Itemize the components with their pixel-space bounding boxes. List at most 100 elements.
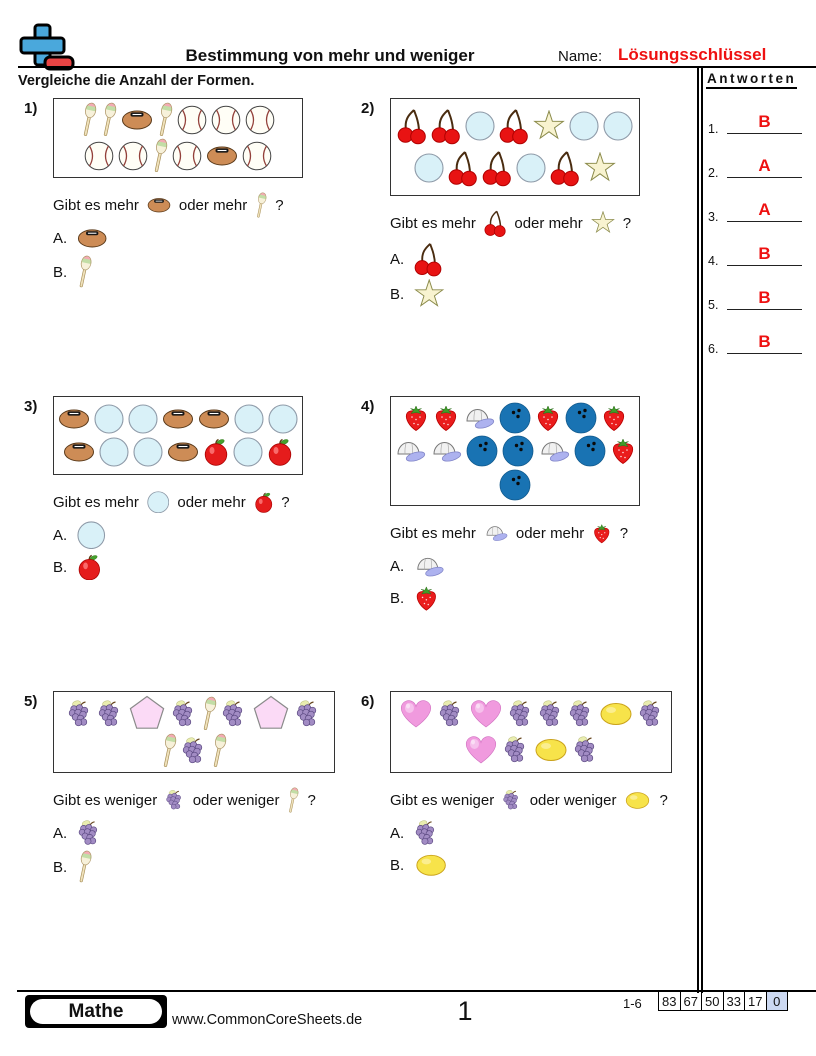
shapes-box xyxy=(53,691,335,773)
option-b: B. xyxy=(390,583,671,613)
cherries-icon xyxy=(550,149,580,187)
problem-body: Gibt es mehr oder mehr? A. B. xyxy=(390,98,671,309)
answer-row: 5.B xyxy=(706,276,806,320)
option-a: A. xyxy=(390,818,671,848)
question: Gibt es mehr oder mehr ? xyxy=(390,517,671,549)
score-cell: 33 xyxy=(722,992,745,1010)
answer-line: A xyxy=(727,200,802,222)
options: A. B. xyxy=(390,818,671,880)
strawberry-icon xyxy=(414,585,439,612)
popsicle-icon xyxy=(101,102,117,138)
lemon-icon xyxy=(414,852,448,879)
problem-number: 3) xyxy=(24,398,38,415)
problem-number: 6) xyxy=(361,693,375,710)
strawberry-icon xyxy=(610,437,636,465)
answer-row: 6.B xyxy=(706,320,806,364)
baseball-icon xyxy=(177,105,207,135)
cherries-icon xyxy=(484,209,507,238)
answer-row: 4. B xyxy=(706,232,806,276)
instruction-text: Vergleiche die Anzahl der Formen. xyxy=(18,73,255,89)
football-icon xyxy=(63,441,95,463)
circle-icon xyxy=(465,111,495,141)
shapes-box xyxy=(53,98,303,178)
cherries-icon xyxy=(482,149,512,187)
problem: 4) xyxy=(361,396,671,613)
question: Gibt es weniger oder weniger ? xyxy=(53,784,334,816)
option-label: B. xyxy=(390,285,405,303)
question-prefix: Gibt es weniger xyxy=(53,791,158,809)
apple-icon xyxy=(77,554,102,581)
answer-line: B xyxy=(727,112,802,134)
baseball-icon xyxy=(245,105,275,135)
header-divider xyxy=(18,66,816,68)
options: A.B. xyxy=(53,520,334,582)
popsicle-icon xyxy=(77,850,92,884)
question: Gibt es weniger oder weniger ? xyxy=(390,784,671,816)
problem-number: 2) xyxy=(361,100,375,117)
lemon-icon xyxy=(533,736,569,764)
baseball-icon xyxy=(84,141,114,171)
circle-icon xyxy=(99,437,129,467)
shapes-box xyxy=(390,98,640,196)
grapes-icon xyxy=(181,736,207,766)
circle-icon xyxy=(147,491,170,514)
strawberry-icon xyxy=(592,523,612,544)
star-icon xyxy=(590,211,615,235)
answer-line: A xyxy=(727,156,802,178)
popsicle-icon xyxy=(201,696,217,732)
circle-icon xyxy=(516,153,546,183)
shapes-row xyxy=(395,402,635,434)
circle-icon xyxy=(128,404,158,434)
problem-body: Gibt es mehr oder mehr ? A. B. xyxy=(53,98,334,289)
option-label: A. xyxy=(390,824,405,842)
baseball-icon xyxy=(118,141,148,171)
question-suffix: ? xyxy=(622,214,632,232)
popsicle-icon xyxy=(81,102,97,138)
strawberry-icon xyxy=(535,404,561,432)
answer-number: 3. xyxy=(708,210,719,224)
star-icon xyxy=(584,152,616,184)
problem-body: Gibt es mehr oder mehr ? A. B. xyxy=(390,396,671,613)
lemon-icon xyxy=(624,790,651,811)
grapes-icon xyxy=(438,699,464,729)
question-prefix: Gibt es mehr xyxy=(390,214,476,232)
bowling-ball-icon xyxy=(502,435,534,467)
cap-icon xyxy=(394,439,426,463)
problem-body: Gibt es weniger oder weniger ? A. B. xyxy=(53,691,335,884)
cap-icon xyxy=(538,439,570,463)
answer-number: 4. xyxy=(708,254,719,268)
cap-icon xyxy=(430,439,462,463)
football-icon xyxy=(198,408,230,430)
score-cell: 17 xyxy=(744,992,766,1010)
answer-line: B xyxy=(727,244,802,266)
page-title: Bestimmung von mehr und weniger xyxy=(185,46,475,65)
question: Gibt es mehr oder mehr ? xyxy=(53,189,334,221)
question-prefix: Gibt es weniger xyxy=(390,791,495,809)
option-b: B. xyxy=(390,850,671,880)
question-suffix: ? xyxy=(275,196,284,214)
cherries-icon xyxy=(431,107,461,145)
football-icon xyxy=(121,109,153,131)
option-label: B. xyxy=(53,858,68,876)
cherries-icon xyxy=(414,241,443,277)
problem: 2) Gibt es mehr oder mehr? A. B. xyxy=(361,98,671,309)
football-icon xyxy=(162,408,194,430)
pentagon-icon xyxy=(127,695,167,733)
star-icon xyxy=(533,109,565,142)
popsicle-icon xyxy=(287,787,299,814)
option-label: A. xyxy=(53,229,68,247)
problem: 1) xyxy=(24,98,334,289)
baseball-icon xyxy=(211,105,241,135)
circle-icon xyxy=(94,404,124,434)
popsicle-icon xyxy=(211,733,227,769)
cherries-icon xyxy=(448,149,478,187)
answer-row: 3. A xyxy=(706,188,806,232)
options: A. B. xyxy=(390,241,671,309)
shapes-row xyxy=(395,107,635,145)
answer-line: B xyxy=(727,332,802,354)
grapes-icon xyxy=(414,819,439,848)
